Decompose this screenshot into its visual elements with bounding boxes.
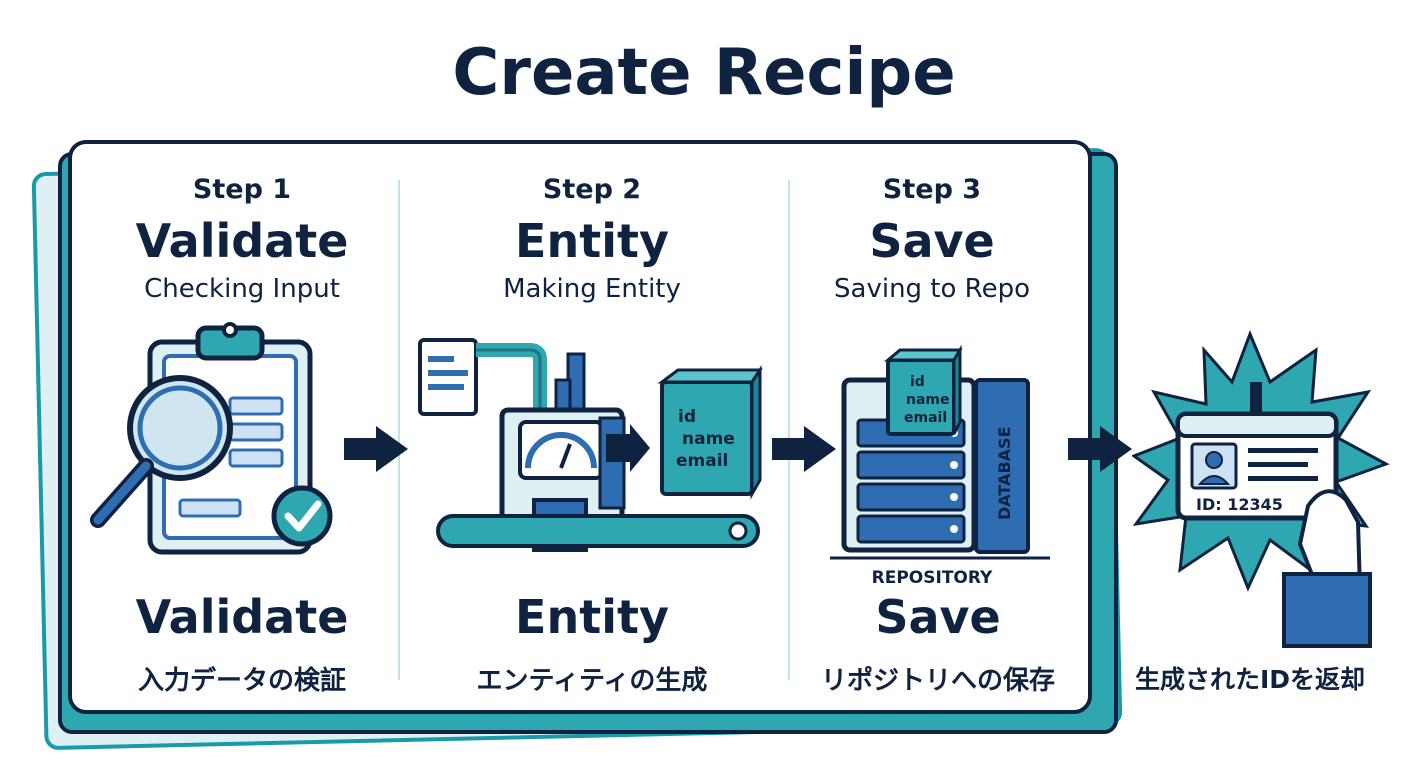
result-label-jp: 生成されたIDを返却 xyxy=(1134,665,1366,694)
arrow-1-icon xyxy=(344,426,408,472)
id-card-text: ID: 12345 xyxy=(1196,495,1283,514)
diagram-title: Create Recipe xyxy=(452,36,956,110)
step-2-label: Step 2 xyxy=(542,174,642,205)
step-3-footer-jp: リポジトリへの保存 xyxy=(820,666,1055,696)
step-2-footer-jp: エンティティの生成 xyxy=(476,666,708,696)
entity-field-id: id xyxy=(678,407,696,427)
step-3-subtitle: Saving to Repo xyxy=(834,274,1030,304)
clipboard-magnifier-icon xyxy=(90,322,333,555)
saved-entity-field-email: email xyxy=(904,410,947,426)
saved-entity-field-id: id xyxy=(910,374,925,390)
step-1-footer-jp: 入力データの検証 xyxy=(137,666,346,696)
step-1-subtitle: Checking Input xyxy=(144,274,340,304)
step-1-heading: Validate xyxy=(135,214,349,268)
step-2-heading: Entity xyxy=(515,214,669,268)
step-2-footer-heading: Entity xyxy=(515,590,669,644)
id-card-result-icon: ID: 12345 xyxy=(1132,330,1390,648)
entity-field-name: name xyxy=(682,429,735,449)
column-divider-1 xyxy=(398,180,400,680)
arrow-3-icon xyxy=(1068,426,1132,472)
column-divider-2 xyxy=(788,180,790,680)
step-3-heading: Save xyxy=(869,214,995,268)
step-3-label: Step 3 xyxy=(882,174,982,205)
repository-label: REPOSITORY xyxy=(871,568,993,588)
step-1-footer-heading: Validate xyxy=(135,590,349,644)
arrow-2-icon xyxy=(772,426,836,472)
saved-entity-field-name: name xyxy=(906,392,950,408)
entity-field-email: email xyxy=(676,451,728,471)
entity-factory-icon: id name email xyxy=(418,338,763,552)
step-1-label: Step 1 xyxy=(192,174,292,205)
database-label: DATABASE xyxy=(995,426,1014,520)
step-2-subtitle: Making Entity xyxy=(503,274,681,304)
step-3-footer-heading: Save xyxy=(875,590,1001,644)
repository-database-icon: DATABASE id name email xyxy=(830,344,1050,560)
